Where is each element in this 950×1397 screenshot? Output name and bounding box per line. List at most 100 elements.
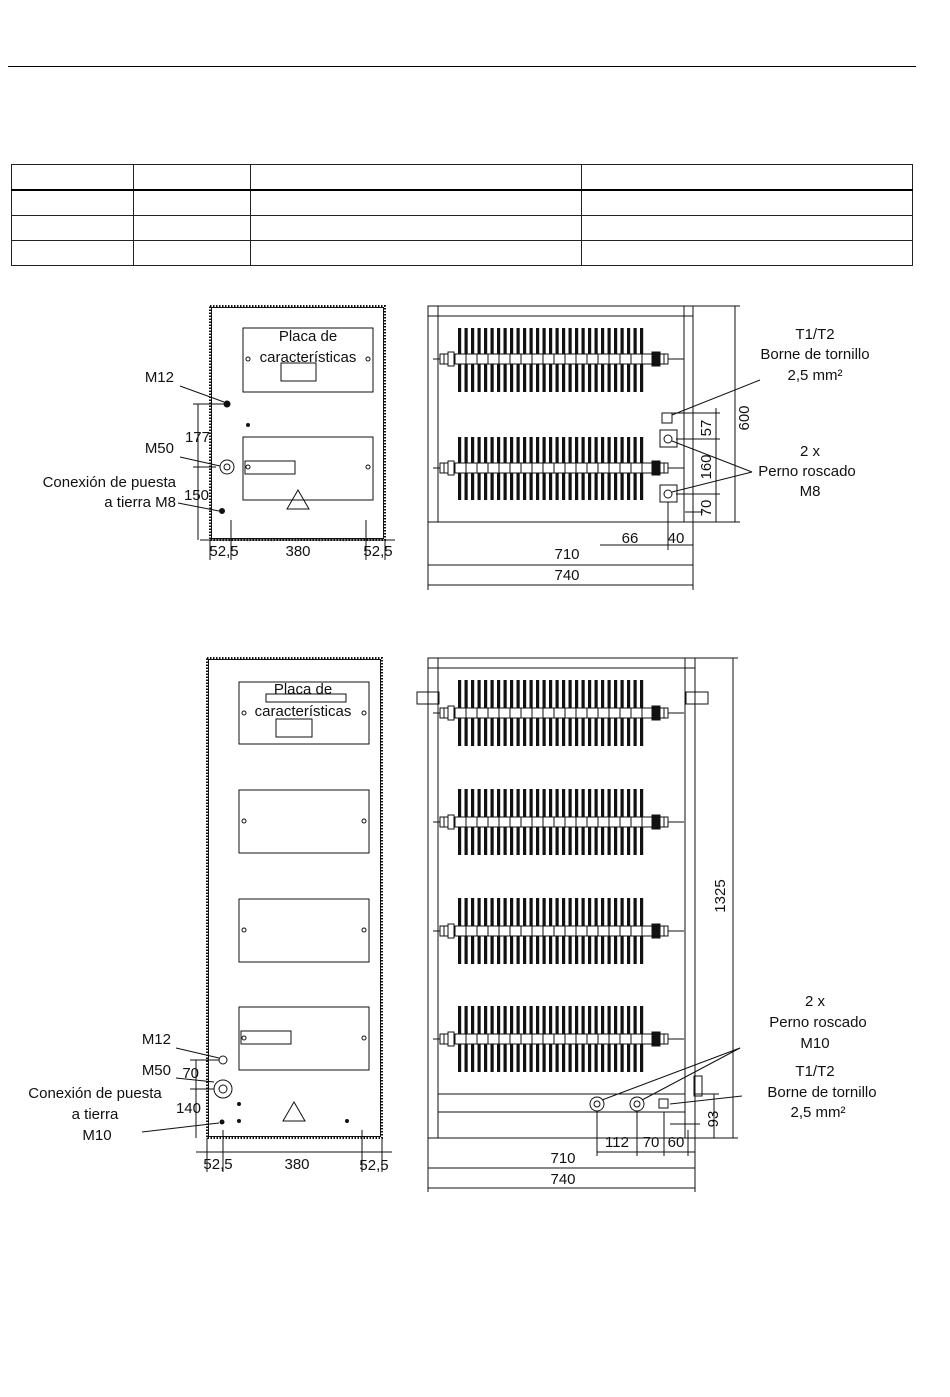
dimension-label: 600 — [736, 405, 753, 430]
earth-connection-label: a tierra — [72, 1106, 119, 1123]
threaded-bolt-icon — [659, 484, 678, 503]
table-cell — [250, 240, 582, 266]
dimension-label: 52,5 — [203, 1156, 232, 1173]
dimension-label: 40 — [668, 530, 685, 547]
leader-line — [671, 471, 753, 493]
terminal-label: 2,5 mm² — [790, 1104, 845, 1121]
top-side-view — [427, 305, 761, 590]
m50-gland-icon — [213, 1079, 233, 1099]
leader-line — [671, 440, 753, 473]
screw-icon — [245, 356, 251, 362]
dimension-label: 177 — [185, 429, 210, 446]
dimension-label: 710 — [550, 1150, 575, 1167]
dimension-label: 93 — [705, 1111, 722, 1128]
screw-icon — [237, 1119, 241, 1123]
terminal-label: 2,5 mm² — [787, 367, 842, 384]
screw-icon — [361, 710, 367, 716]
dimension-label: 380 — [285, 543, 310, 560]
screw-icon — [245, 464, 251, 470]
m12-gland-icon — [218, 1055, 228, 1065]
terminal-label: T1/T2 — [795, 1063, 834, 1080]
screw-icon — [237, 1102, 241, 1106]
nameplate-label: características — [255, 703, 352, 720]
resistor-end-cap — [447, 814, 455, 830]
cover-panel — [238, 1006, 370, 1071]
enclosure-inner-outline — [208, 659, 381, 1137]
terminal-label: Borne de tornillo — [760, 346, 869, 363]
terminal-label: Borne de tornillo — [767, 1084, 876, 1101]
screw-terminal-icon — [658, 1098, 669, 1109]
earth-connection-label: Conexión de puesta — [43, 474, 177, 491]
threaded-bolt-icon — [593, 1100, 601, 1108]
cable-gland-strip — [240, 1030, 292, 1045]
resistor-end-cap — [651, 814, 661, 830]
earth-bolt-icon — [219, 508, 225, 514]
dimension-label: 740 — [550, 1171, 575, 1188]
bolt-label: M8 — [800, 483, 821, 500]
leader-line — [175, 1077, 215, 1083]
resistor-end-cap — [447, 351, 455, 367]
hot-surface-warning-icon — [282, 1101, 306, 1122]
nameplate-label-box — [280, 362, 317, 382]
terminal-label: T1/T2 — [795, 326, 834, 343]
dimension-label: 70 — [643, 1134, 660, 1151]
screw-icon — [365, 464, 371, 470]
threaded-bolt-icon — [663, 434, 673, 444]
dimension-label: 52,5 — [209, 543, 238, 560]
table-cell — [250, 189, 582, 216]
enclosure-outline — [206, 657, 383, 1139]
cover-panel — [238, 789, 370, 854]
dimension-label: 52,5 — [359, 1157, 388, 1174]
resistor-fin-pack — [433, 898, 684, 964]
header-rule — [8, 66, 916, 67]
dimension-label: 70 — [182, 1065, 199, 1082]
screw-icon — [241, 1035, 247, 1041]
nameplate-panel — [238, 681, 370, 745]
screw-icon — [365, 356, 371, 362]
screw-icon — [361, 1035, 367, 1041]
enclosure-inner-outline — [211, 307, 384, 539]
cover-panel — [238, 898, 370, 963]
threaded-bolt-icon — [659, 429, 678, 448]
table-row — [11, 215, 913, 241]
resistor-end-cap — [447, 1031, 455, 1047]
dimension-label: 112 — [605, 1134, 629, 1151]
table-cell — [581, 240, 913, 266]
leader-line — [669, 1095, 743, 1105]
screw-icon — [246, 423, 250, 427]
resistor-fin-pack — [433, 437, 684, 500]
resistor-end-cap — [651, 1031, 661, 1047]
lifting-lug — [416, 691, 440, 705]
screw-icon — [241, 818, 247, 824]
terminal-rail — [437, 1093, 686, 1113]
screw-icon — [241, 927, 247, 933]
cable-gland-strip — [265, 693, 347, 703]
screw-icon — [361, 818, 367, 824]
leader-line — [179, 385, 225, 403]
resistor-end-cap — [447, 705, 455, 721]
earth-bolt-icon — [693, 1075, 703, 1097]
screw-terminal-icon — [661, 412, 673, 424]
bolt-label: M10 — [800, 1035, 829, 1052]
threaded-bolt-icon — [589, 1096, 605, 1112]
bottom-side-view — [416, 657, 743, 1192]
leader-line — [141, 1122, 220, 1133]
top-front-view — [177, 305, 395, 560]
table-header-row — [11, 164, 913, 191]
top-side-labels: T1/T2 Borne de tornillo 2,5 mm² 2 x Pern… — [554, 326, 869, 584]
dimension-label: 1325 — [712, 879, 729, 912]
table-cell — [11, 215, 134, 241]
dimension-label: 60 — [668, 1134, 685, 1151]
top-front-labels: Placa de características M12 M50 Conexió… — [43, 328, 393, 560]
table-cell — [581, 215, 913, 241]
frame-outline — [427, 657, 696, 1139]
resistor-fin-pack — [433, 1006, 684, 1072]
bottom-front-labels: Placa de características M12 M50 Conexió… — [28, 681, 388, 1174]
m50-label: M50 — [145, 440, 174, 457]
table-cell — [11, 164, 134, 191]
dimension-label: 380 — [284, 1156, 309, 1173]
bolt-label: Perno roscado — [758, 463, 856, 480]
m50-gland-inner-icon — [223, 463, 231, 471]
dimension-label: 57 — [698, 420, 715, 437]
